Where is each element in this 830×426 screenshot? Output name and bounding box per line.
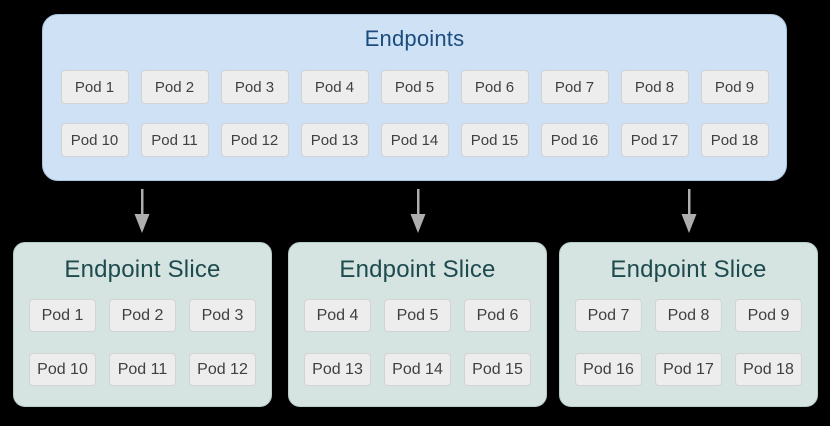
slice-pod-row-2: Pod 10 Pod 11 Pod 12	[14, 353, 271, 386]
pod: Pod 9	[700, 70, 769, 104]
pod: Pod 15	[464, 353, 531, 386]
pod: Pod 17	[655, 353, 722, 386]
pod: Pod 3	[220, 70, 289, 104]
pod: Pod 16	[540, 123, 609, 157]
pod: Pod 11	[140, 123, 209, 157]
pod: Pod 9	[735, 299, 802, 332]
pod: Pod 10	[29, 353, 96, 386]
pod: Pod 2	[109, 299, 176, 332]
pod: Pod 11	[109, 353, 176, 386]
endpoint-slice-box-2: Endpoint Slice Pod 4 Pod 5 Pod 6 Pod 13 …	[288, 242, 547, 407]
slice-pod-row-2: Pod 13 Pod 14 Pod 15	[289, 353, 546, 386]
endpoint-slice-box-1: Endpoint Slice Pod 1 Pod 2 Pod 3 Pod 10 …	[13, 242, 272, 407]
slice-pod-row-2: Pod 16 Pod 17 Pod 18	[560, 353, 817, 386]
slice-pod-row-1: Pod 1 Pod 2 Pod 3	[14, 299, 271, 332]
endpoints-pod-row-1: Pod 1 Pod 2 Pod 3 Pod 4 Pod 5 Pod 6 Pod …	[43, 70, 786, 104]
endpoints-box: Endpoints Pod 1 Pod 2 Pod 3 Pod 4 Pod 5 …	[42, 14, 787, 181]
pod: Pod 2	[140, 70, 209, 104]
pod: Pod 6	[464, 299, 531, 332]
down-arrow-icon	[681, 189, 697, 233]
pod: Pod 14	[384, 353, 451, 386]
pod: Pod 12	[220, 123, 289, 157]
slice-pod-row-1: Pod 4 Pod 5 Pod 6	[289, 299, 546, 332]
slice-title: Endpoint Slice	[339, 256, 496, 283]
pod: Pod 10	[60, 123, 129, 157]
pod: Pod 13	[304, 353, 371, 386]
pod: Pod 4	[300, 70, 369, 104]
pod: Pod 7	[575, 299, 642, 332]
pod: Pod 17	[620, 123, 689, 157]
pod: Pod 13	[300, 123, 369, 157]
pod: Pod 1	[60, 70, 129, 104]
pod: Pod 8	[655, 299, 722, 332]
pod: Pod 5	[380, 70, 449, 104]
pod: Pod 5	[384, 299, 451, 332]
endpoints-pod-row-2: Pod 10 Pod 11 Pod 12 Pod 13 Pod 14 Pod 1…	[43, 123, 786, 157]
pod: Pod 18	[700, 123, 769, 157]
pod: Pod 18	[735, 353, 802, 386]
endpoints-title: Endpoints	[364, 26, 465, 51]
pod: Pod 4	[304, 299, 371, 332]
pod: Pod 15	[460, 123, 529, 157]
down-arrow-icon	[410, 189, 426, 233]
pod: Pod 12	[189, 353, 256, 386]
slice-title: Endpoint Slice	[610, 256, 767, 283]
slice-pod-row-1: Pod 7 Pod 8 Pod 9	[560, 299, 817, 332]
pod: Pod 8	[620, 70, 689, 104]
pod: Pod 3	[189, 299, 256, 332]
pod: Pod 6	[460, 70, 529, 104]
pod: Pod 1	[29, 299, 96, 332]
slice-title: Endpoint Slice	[64, 256, 221, 283]
pod: Pod 14	[380, 123, 449, 157]
pod: Pod 7	[540, 70, 609, 104]
down-arrow-icon	[134, 189, 150, 233]
endpoint-slice-box-3: Endpoint Slice Pod 7 Pod 8 Pod 9 Pod 16 …	[559, 242, 818, 407]
pod: Pod 16	[575, 353, 642, 386]
